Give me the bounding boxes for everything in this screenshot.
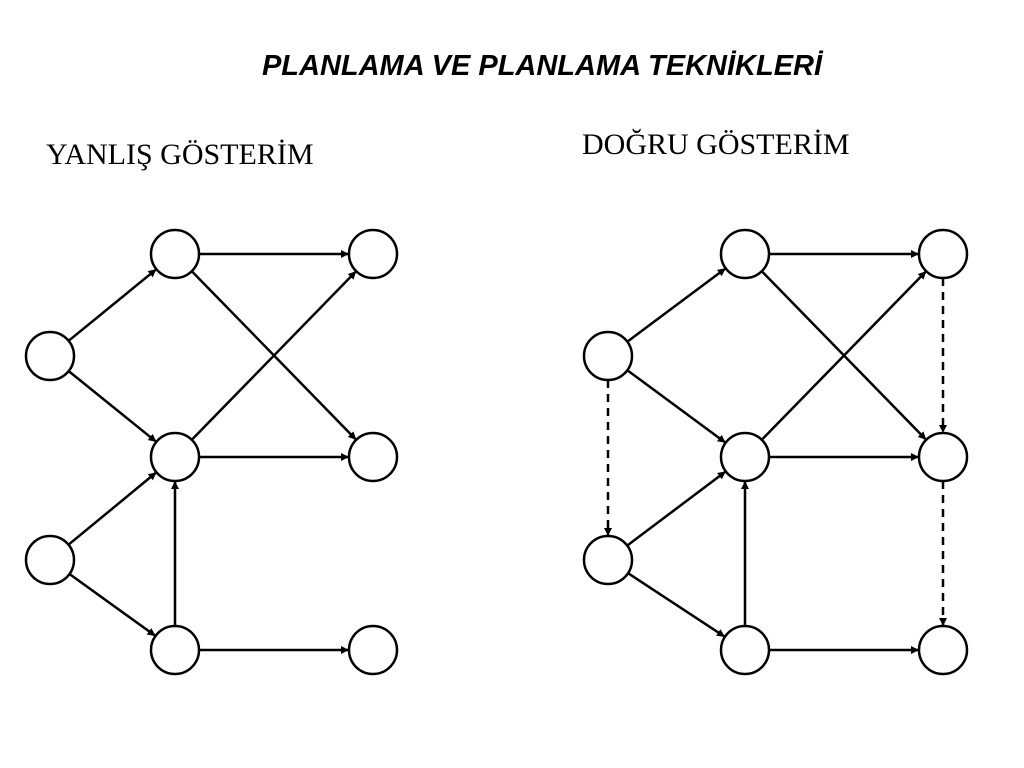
wrong-node-n4 bbox=[24, 534, 76, 586]
correct-network-diagram bbox=[582, 228, 969, 676]
wrong-node-n7 bbox=[347, 431, 399, 483]
wrong-node-n3 bbox=[149, 431, 201, 483]
wrong-node-n8 bbox=[347, 624, 399, 676]
correct-node-n3 bbox=[719, 431, 771, 483]
correct-node-n2 bbox=[719, 228, 771, 280]
wrong-edge-n1-n2 bbox=[67, 268, 157, 342]
correct-edge-n3-n6 bbox=[760, 271, 927, 441]
correct-diagram-label: DOĞRU GÖSTERİM bbox=[582, 128, 850, 161]
wrong-node-n5 bbox=[149, 624, 201, 676]
wrong-edge-n3-n6 bbox=[190, 271, 357, 441]
correct-edge-n1-n3 bbox=[626, 369, 726, 444]
wrong-edge-n1-n3 bbox=[67, 370, 157, 443]
correct-edge-n1-n2 bbox=[626, 267, 726, 343]
wrong-node-n2 bbox=[149, 228, 201, 280]
wrong-diagram-label: YANLIŞ GÖSTERİM bbox=[46, 138, 314, 171]
correct-node-n6 bbox=[917, 228, 969, 280]
correct-node-n1 bbox=[582, 330, 634, 382]
wrong-edge-n4-n3 bbox=[67, 471, 157, 546]
wrong-edge-n4-n5 bbox=[68, 572, 156, 637]
correct-edge-n4-n3 bbox=[626, 471, 726, 547]
wrong-network-diagram bbox=[24, 228, 399, 676]
slide-title: PLANLAMA VE PLANLAMA TEKNİKLERİ bbox=[261, 50, 823, 82]
correct-node-n8 bbox=[917, 624, 969, 676]
correct-node-n7 bbox=[917, 431, 969, 483]
correct-node-n4 bbox=[582, 534, 634, 586]
wrong-node-n1 bbox=[24, 330, 76, 382]
wrong-node-n6 bbox=[347, 228, 399, 280]
correct-node-n5 bbox=[719, 624, 771, 676]
correct-edge-n4-n5 bbox=[627, 572, 725, 638]
